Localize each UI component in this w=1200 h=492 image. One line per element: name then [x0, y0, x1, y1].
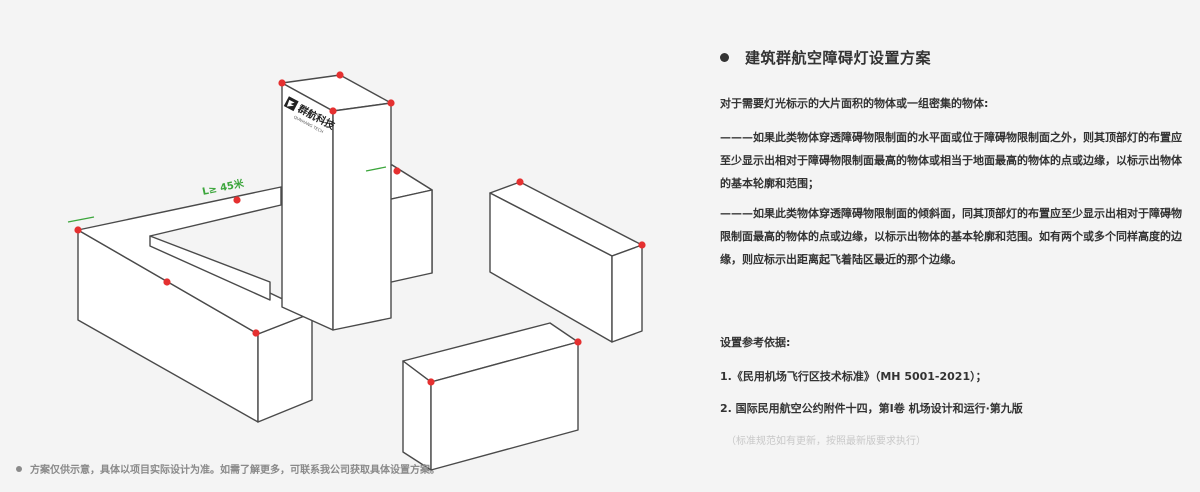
reference-item-2: 2. 国际民用航空公约附件十四，第I卷 机场设计和运行·第九版: [720, 402, 1023, 415]
obstacle-light-dot: [387, 99, 395, 107]
update-note: （标准规范如有更新，按照最新版要求执行）: [726, 436, 926, 447]
distance-label: L≥ 45米: [201, 176, 246, 198]
obstacle-light-dot: [163, 278, 171, 286]
reference-item-1: 1.《民用机场飞行区技术标准》（MH 5001-2021）；: [720, 370, 987, 383]
right-building: [489, 181, 643, 343]
buildings-illustration: 群航科技 QUNHANG TECH L≥ 45米: [67, 71, 646, 471]
obstacle-light-dot: [74, 226, 82, 234]
obstacle-light-dot: [393, 167, 401, 175]
distance-tick-right: [365, 166, 387, 172]
distance-tick-left: [67, 216, 95, 223]
obstacle-light-dot: [574, 338, 582, 346]
reference-heading: 设置参考依据:: [720, 336, 791, 349]
obstacle-light-diagram: 群航科技 QUNHANG TECH L≥ 45米: [67, 71, 646, 471]
bullet-icon: [720, 53, 729, 62]
footer-bullet-icon: [16, 465, 22, 472]
obstacle-light-dot: [233, 196, 241, 204]
info-panel: 建筑群航空障碍灯设置方案 对于需要灯光标示的大片面积的物体或一组密集的物体: —…: [720, 0, 1185, 488]
obstacle-light-dot: [329, 107, 337, 115]
obstacle-light-dot: [516, 178, 524, 186]
intro-text: 对于需要灯光标示的大片面积的物体或一组密集的物体:: [720, 97, 989, 110]
obstacle-light-dot: [427, 378, 435, 386]
obstacle-light-dot: [252, 329, 260, 337]
obstacle-light-dot: [278, 79, 286, 87]
title-row: 建筑群航空障碍灯设置方案: [720, 47, 931, 68]
paragraph-inclined-surface: ———如果此类物体穿透障碍物限制面的倾斜面，同其顶部灯的布置应至少显示出相对于障…: [720, 207, 1182, 266]
bottom-building: [402, 322, 579, 471]
panel-title: 建筑群航空障碍灯设置方案: [745, 49, 932, 67]
footer-text: 方案仅供示意，具体以项目实际设计为准。如需了解更多，可联系我公司获取具体设置方案…: [30, 465, 440, 476]
obstacle-light-dot: [336, 71, 344, 79]
obstacle-lights: [74, 71, 646, 386]
footer-note: 方案仅供示意，具体以项目实际设计为准。如需了解更多，可联系我公司获取具体设置方案…: [16, 461, 440, 476]
obstacle-light-dot: [638, 241, 646, 249]
paragraph-horizontal-surface: ———如果此类物体穿透障碍物限制面的水平面或位于障碍物限制面之外，则其顶部灯的布…: [720, 131, 1182, 190]
tall-tower-building: [281, 74, 392, 331]
